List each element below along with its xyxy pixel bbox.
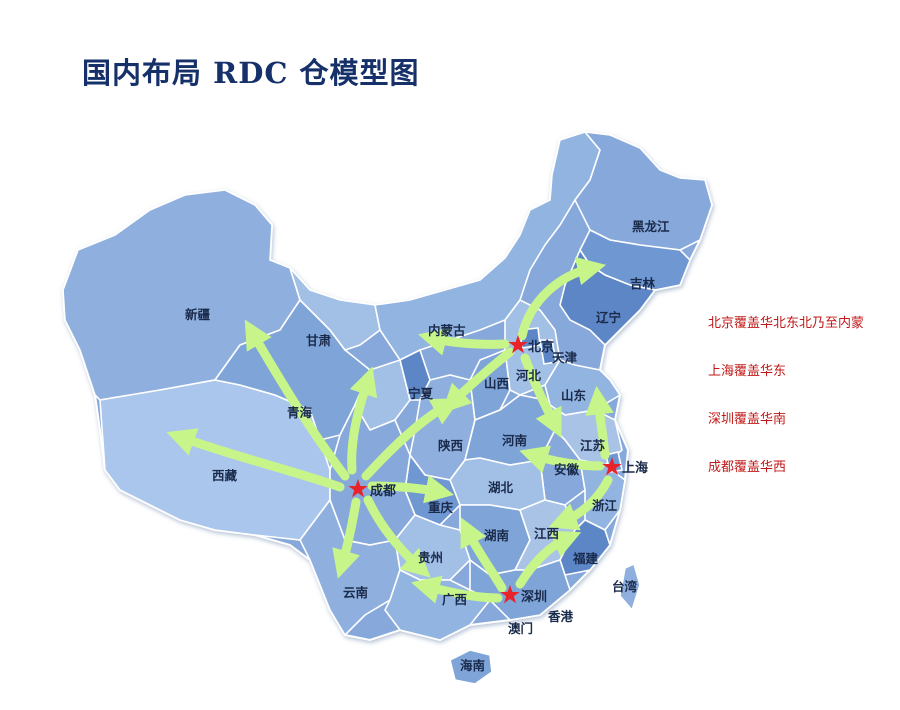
label-heilongjiang: 黑龙江 bbox=[632, 219, 670, 234]
label-guizhou: 贵州 bbox=[418, 550, 443, 565]
hub-label-chengdu: 成都 bbox=[370, 483, 396, 499]
label-yunnan: 云南 bbox=[343, 585, 369, 600]
arrow-beijing-neimenggu bbox=[418, 327, 510, 356]
beijing-star-icon bbox=[508, 335, 528, 354]
arrow-chengdu-guizhou bbox=[363, 495, 431, 578]
region-taiwan bbox=[619, 562, 641, 612]
label-xinjiang: 新疆 bbox=[185, 307, 211, 322]
label-hebei: 河北 bbox=[516, 368, 542, 383]
arrow-chengdu-xizang bbox=[166, 428, 345, 492]
label-fujian: 福建 bbox=[572, 551, 599, 566]
arrow-shanghai-shandong bbox=[585, 385, 614, 460]
province-labels: 黑龙江 吉林 辽宁 内蒙古 新疆 甘肃 青海 西藏 宁夏 山西 河北 天津 山东… bbox=[185, 219, 670, 673]
legend-item-shanghai: 上海覆盖华东 bbox=[708, 364, 787, 379]
label-hainan: 海南 bbox=[460, 658, 486, 673]
arrow-beijing-henan bbox=[520, 353, 562, 438]
legend-item-chengdu: 成都覆盖华西 bbox=[708, 460, 787, 475]
arrow-chengdu-yunnan bbox=[332, 497, 361, 579]
region-tianjin bbox=[539, 339, 557, 365]
region-heilongjiang bbox=[574, 130, 713, 251]
label-anhui: 安徽 bbox=[554, 462, 580, 477]
hub-markers: 北京 上海 深圳 成都 bbox=[348, 335, 648, 605]
arrow-shenzhen-fujian bbox=[515, 530, 582, 589]
hub-label-beijing: 北京 bbox=[528, 339, 554, 355]
label-liaoning: 辽宁 bbox=[596, 310, 621, 325]
label-hubei: 湖北 bbox=[488, 480, 514, 495]
page-title: 国内布局 RDC 仓模型图 bbox=[82, 56, 420, 90]
arrow-shanghai-henan bbox=[519, 445, 605, 474]
label-jiangxi: 江西 bbox=[534, 526, 559, 541]
shanghai-star-icon bbox=[602, 457, 622, 476]
arrow-shenzhen-guangxi bbox=[411, 575, 503, 604]
label-ningxia: 宁夏 bbox=[408, 386, 434, 401]
shenzhen-star-icon bbox=[500, 585, 520, 604]
label-xizang: 西藏 bbox=[212, 468, 238, 483]
chengdu-star-icon bbox=[348, 479, 368, 498]
label-guangxi: 广西 bbox=[442, 592, 467, 607]
route-arrows bbox=[166, 257, 614, 604]
arrow-chengdu-xinjiang bbox=[244, 319, 350, 481]
hub-label-shanghai: 上海 bbox=[622, 460, 648, 476]
coverage-legend: 北京覆盖华北东北乃至内蒙 上海覆盖华东 深圳覆盖华南 成都覆盖华西 bbox=[708, 315, 864, 507]
label-aomen: 澳门 bbox=[508, 621, 533, 636]
label-gansu: 甘肃 bbox=[306, 333, 332, 348]
arrow-chengdu-chongqing bbox=[367, 475, 455, 504]
arrow-beijing-ningxia bbox=[441, 347, 515, 414]
region-hainan bbox=[449, 649, 493, 685]
label-henan: 河南 bbox=[502, 433, 528, 448]
label-chongqing: 重庆 bbox=[428, 500, 454, 515]
label-shandong: 山东 bbox=[561, 388, 587, 403]
legend-item-beijing: 北京覆盖华北东北乃至内蒙 bbox=[708, 316, 865, 331]
label-xianggang: 香港 bbox=[547, 609, 574, 624]
arrow-chengdu-gansu bbox=[347, 366, 378, 475]
label-jilin: 吉林 bbox=[630, 276, 656, 291]
label-hunan: 湖南 bbox=[484, 528, 510, 543]
label-neimenggu: 内蒙古 bbox=[428, 323, 466, 338]
arrow-shenzhen-hunan bbox=[460, 517, 507, 593]
label-zhejiang: 浙江 bbox=[592, 498, 618, 513]
label-shaanxi: 陕西 bbox=[438, 438, 463, 453]
hub-label-shenzhen: 深圳 bbox=[521, 589, 547, 605]
label-tianjin: 天津 bbox=[552, 350, 578, 365]
arrow-chengdu-shaanxi bbox=[361, 398, 461, 481]
label-jiangsu: 江苏 bbox=[580, 438, 606, 453]
label-taiwan: 台湾 bbox=[612, 579, 638, 594]
legend-item-shenzhen: 深圳覆盖华南 bbox=[708, 412, 787, 427]
arrow-shanghai-jiangxi bbox=[548, 475, 613, 531]
arrow-beijing-northeast bbox=[517, 257, 607, 341]
label-shanxi: 山西 bbox=[484, 376, 509, 391]
label-qinghai: 青海 bbox=[287, 405, 313, 420]
